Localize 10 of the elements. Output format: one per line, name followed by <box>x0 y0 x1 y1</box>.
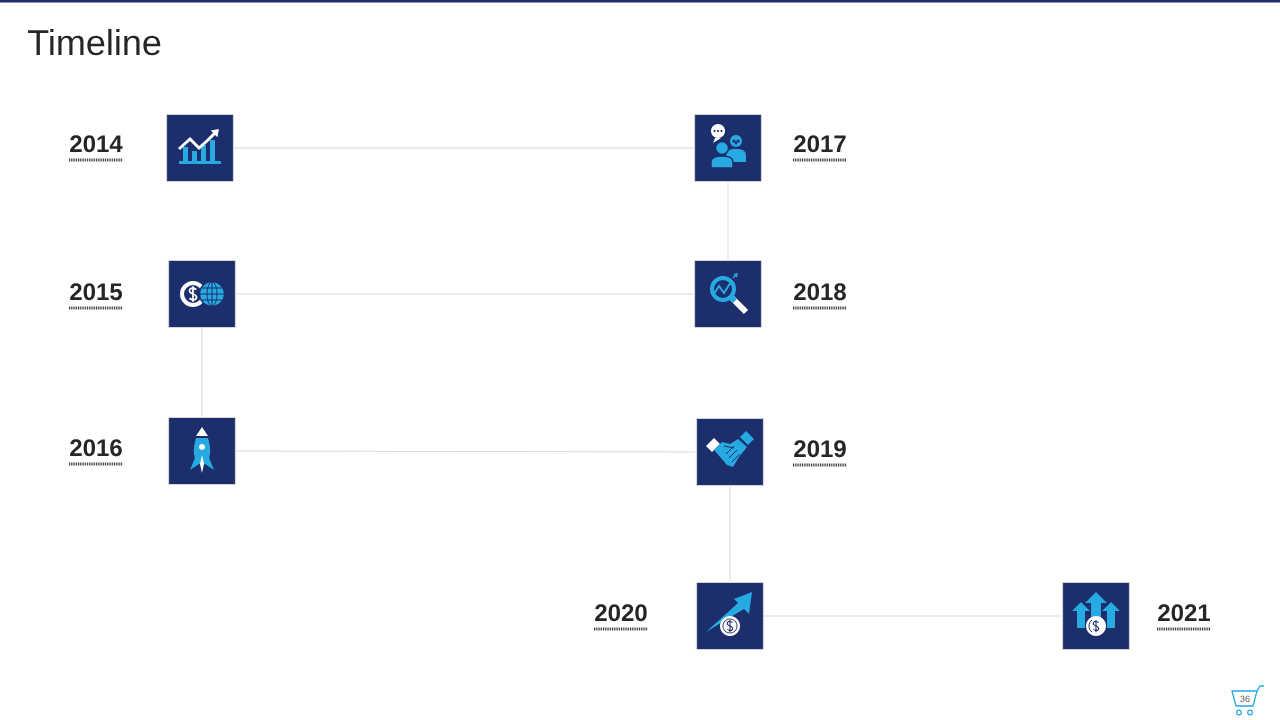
year-label: 2017 <box>794 135 846 153</box>
year-label: 2015 <box>70 283 122 301</box>
year-label: 2021 <box>1158 604 1210 622</box>
year-label: 2020 <box>595 604 647 622</box>
year-label: 2016 <box>70 439 122 457</box>
year-label: 2019 <box>794 440 846 458</box>
slide-title: Timeline <box>28 28 161 56</box>
page-number: 36 <box>1240 695 1250 703</box>
year-label: 2014 <box>70 135 123 153</box>
year-label: 2018 <box>794 283 846 301</box>
